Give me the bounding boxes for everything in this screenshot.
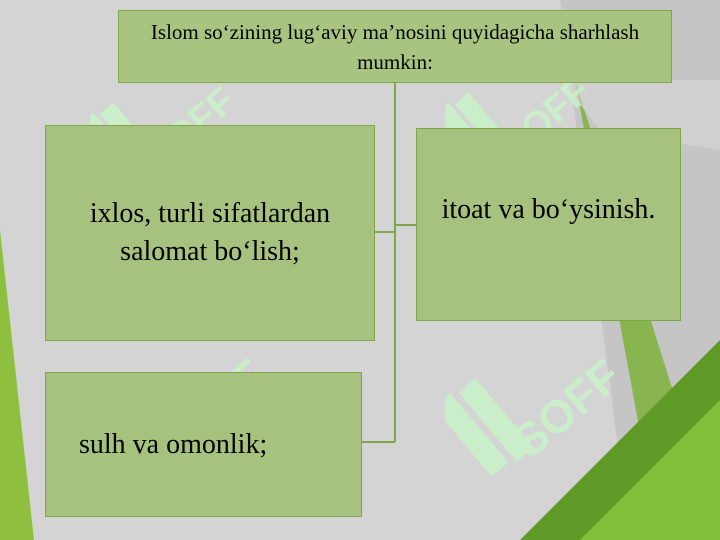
left-green-wedge	[0, 230, 34, 540]
child-node-1-text: ixlos, turli sifatlardan salomat bo‘lish…	[89, 198, 331, 267]
child-node-1: ixlos, turli sifatlardan salomat bo‘lish…	[45, 125, 375, 341]
child-node-3-text: sulh va omonlik;	[79, 428, 268, 460]
root-node-text: Islom so‘zining lug‘aviy ma’nosini quyid…	[150, 19, 640, 74]
bottom-right-green-light	[580, 400, 720, 540]
root-node: Islom so‘zining lug‘aviy ma’nosini quyid…	[118, 10, 672, 83]
child-node-3: sulh va omonlik;	[45, 372, 362, 517]
child-node-2-text: itoat va bo‘ysinish.	[441, 194, 656, 225]
watermark-text: SOFF	[503, 349, 630, 468]
watermark-logo: SOFF	[445, 349, 630, 477]
child-node-2: itoat va bo‘ysinish.	[416, 128, 681, 321]
